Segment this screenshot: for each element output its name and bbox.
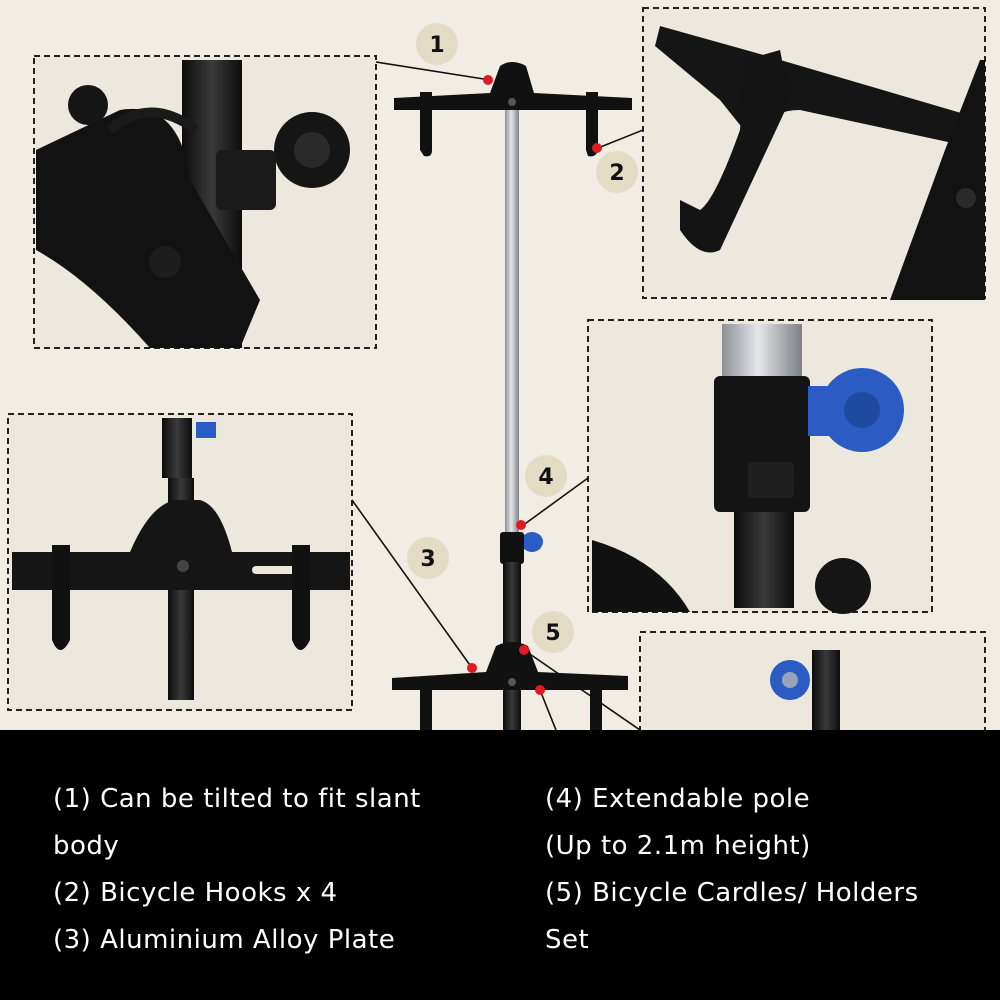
svg-text:5: 5 [545, 621, 560, 646]
top-plate [394, 62, 632, 110]
caption-line: (3) Aluminium Alloy Plate [53, 925, 396, 955]
product-diagram: 1 2 3 4 5 [7, 7, 986, 743]
caption-line: (4) Extendable pole [545, 784, 811, 814]
detail-plate [7, 413, 353, 711]
caption-left-column: (1) Can be tilted to fit slant body (2) … [53, 776, 493, 964]
caption-line: (1) Can be tilted to fit slant [53, 784, 421, 814]
bottom-plate [392, 642, 628, 690]
leader-lines [351, 61, 644, 731]
svg-text:4: 4 [538, 465, 553, 490]
caption-line: body [53, 831, 120, 861]
aluminium-pole [505, 110, 519, 535]
detail-clamp [587, 319, 933, 614]
callout-5: 5 [532, 611, 574, 653]
callout-3: 3 [407, 537, 449, 579]
detail-cradle [639, 631, 986, 743]
detail-tilt-joint [33, 55, 377, 349]
callout-1: 1 [416, 23, 458, 65]
adjustment-knob-icon [524, 532, 543, 552]
caption-line: (Up to 2.1m height) [545, 831, 811, 861]
markers [467, 75, 602, 695]
feature-caption: (1) Can be tilted to fit slant body (2) … [0, 730, 1000, 1000]
caption-line: (5) Bicycle Cardles/ Holders [545, 878, 919, 908]
detail-hook [642, 7, 986, 300]
bicycle-hook-icon [586, 92, 598, 157]
callout-2: 2 [596, 151, 638, 193]
caption-line: Set [545, 925, 590, 955]
caption-right-column: (4) Extendable pole (Up to 2.1m height) … [545, 776, 985, 964]
callout-4: 4 [525, 455, 567, 497]
svg-text:3: 3 [420, 547, 435, 572]
caption-line: (2) Bicycle Hooks x 4 [53, 878, 338, 908]
repair-stand [392, 62, 632, 732]
svg-text:2: 2 [609, 161, 624, 186]
svg-text:1: 1 [429, 33, 444, 58]
bicycle-hook-icon [420, 92, 432, 157]
